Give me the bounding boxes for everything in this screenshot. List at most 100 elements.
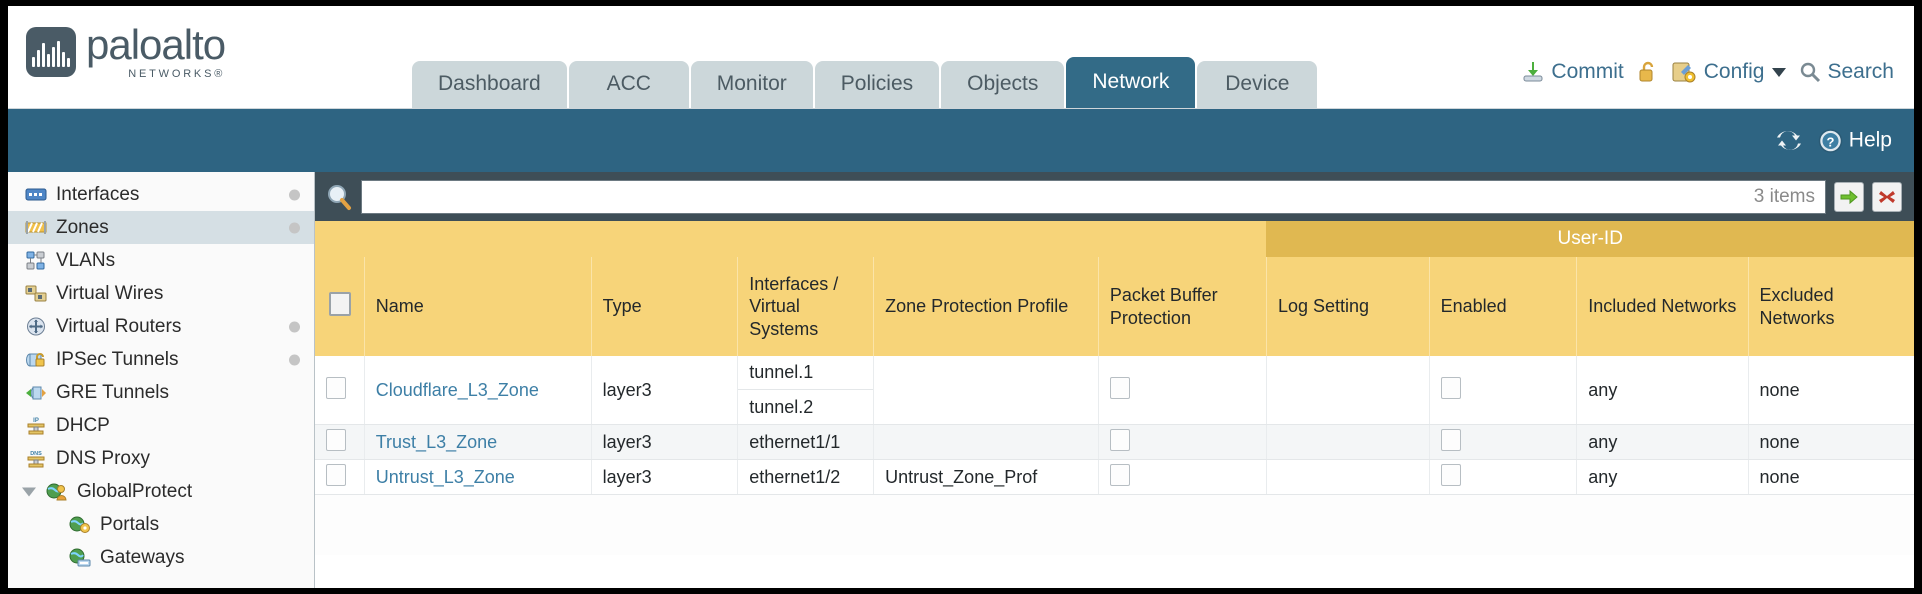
sidebar-item-dhcp[interactable]: IP DHCP — [8, 409, 314, 442]
column-header-log-setting[interactable]: Log Setting — [1265, 257, 1430, 356]
column-header-zone-protection-profile[interactable]: Zone Protection Profile — [873, 257, 1099, 356]
virtual-wires-icon-wrap — [25, 284, 47, 303]
userid-enabled-checkbox[interactable] — [1440, 463, 1461, 486]
cell-name: Untrust_L3_Zone — [363, 459, 592, 495]
cell-included-networks: any — [1576, 459, 1749, 495]
cell-userid-enabled — [1428, 459, 1577, 495]
sidebar-status-dot — [289, 321, 300, 332]
packet-buffer-protection-checkbox[interactable] — [1109, 428, 1130, 451]
sidebar-item-label: Virtual Routers — [56, 315, 182, 337]
config-menu[interactable]: Config — [1672, 60, 1787, 84]
brand-registered-mark: ® — [214, 68, 226, 80]
column-header-interfaces-virtual-systems[interactable]: Interfaces / Virtual Systems — [737, 257, 874, 356]
apply-filter-button[interactable] — [1834, 181, 1864, 212]
column-header-enabled[interactable]: Enabled — [1428, 257, 1577, 356]
column-header-included-networks[interactable]: Included Networks — [1576, 257, 1749, 356]
config-wrench-icon — [1672, 62, 1696, 83]
sidebar-item-gre-tunnels[interactable]: GRE Tunnels — [8, 376, 314, 409]
zones-icon — [25, 221, 47, 234]
zone-name-link[interactable]: Untrust_L3_Zone — [375, 466, 515, 487]
main-panel: 3 items — [315, 172, 1914, 588]
unlocked-padlock-icon — [1639, 61, 1653, 82]
tab-monitor[interactable]: Monitor — [690, 61, 813, 108]
tab-objects[interactable]: Objects — [941, 61, 1065, 108]
column-header-excluded-networks[interactable]: Excluded Networks — [1747, 257, 1914, 356]
context-bar: ? Help — [8, 109, 1914, 172]
zone-name-link[interactable]: Cloudflare_L3_Zone — [375, 379, 539, 400]
sidebar-item-gateways[interactable]: Gateways — [8, 541, 314, 574]
clear-filter-button[interactable] — [1872, 181, 1902, 212]
table-filler-cell — [1429, 494, 1577, 555]
cell-interfaces: tunnel.1 tunnel.2 — [737, 356, 874, 425]
interface-entry: tunnel.2 — [749, 396, 814, 417]
zones-icon-wrap — [25, 218, 47, 237]
search-input[interactable] — [362, 180, 1754, 213]
select-all-checkbox[interactable] — [329, 291, 351, 316]
help-button[interactable]: ? Help — [1818, 128, 1892, 153]
row-select-checkbox[interactable] — [326, 463, 346, 486]
svg-text:IP: IP — [33, 418, 39, 424]
zone-name-link[interactable]: Trust_L3_Zone — [375, 431, 498, 452]
sidebar-item-ipsec-tunnels[interactable]: IPSec Tunnels — [8, 343, 314, 376]
cell-log-setting — [1265, 424, 1430, 460]
unlocked-padlock-button[interactable] — [1637, 60, 1659, 84]
svg-text:?: ? — [1826, 134, 1834, 149]
column-header-type[interactable]: Type — [590, 257, 738, 356]
commit-button[interactable]: Commit — [1521, 60, 1624, 84]
tab-acc[interactable]: ACC — [568, 61, 689, 108]
expander-triangle-icon[interactable] — [22, 487, 36, 496]
refresh-icon[interactable] — [1776, 129, 1802, 153]
tab-policies[interactable]: Policies — [814, 61, 940, 108]
cell-type: layer3 — [590, 424, 738, 460]
column-header-packet-buffer-protection[interactable]: Packet Buffer Protection — [1097, 257, 1267, 356]
sidebar-status-dot — [289, 222, 300, 233]
tab-network[interactable]: Network — [1066, 57, 1196, 108]
table-filler-cell — [364, 494, 592, 555]
table-filler-cell — [315, 494, 365, 555]
column-header-name[interactable]: Name — [363, 257, 592, 356]
sidebar-item-virtual-wires[interactable]: Virtual Wires — [8, 277, 314, 310]
search-filter-icon[interactable] — [325, 183, 353, 211]
row-select-cell — [315, 424, 365, 460]
cell-userid-enabled — [1428, 424, 1577, 460]
table-filler-cell — [1266, 494, 1430, 555]
userid-enabled-checkbox[interactable] — [1440, 428, 1461, 451]
userid-enabled-checkbox[interactable] — [1440, 376, 1461, 399]
packet-buffer-protection-checkbox[interactable] — [1109, 463, 1130, 486]
chevron-down-icon — [1772, 67, 1787, 77]
search-label: Search — [1827, 60, 1894, 83]
virtual-routers-icon-wrap — [25, 317, 47, 336]
tab-dashboard[interactable]: Dashboard — [412, 61, 567, 108]
virtual-wires-icon — [25, 285, 47, 302]
sidebar-item-portals[interactable]: Portals — [8, 508, 314, 541]
row-select-checkbox[interactable] — [326, 376, 346, 399]
config-label: Config — [1703, 60, 1765, 83]
sidebar-item-label: GlobalProtect — [77, 480, 193, 502]
row-select-checkbox[interactable] — [326, 428, 346, 451]
cell-type: layer3 — [590, 459, 738, 495]
sidebar-item-vlans[interactable]: VLANs — [8, 244, 314, 277]
search-button[interactable]: Search — [1799, 60, 1894, 84]
sidebar-item-label: DHCP — [56, 414, 110, 436]
paloalto-logo-mark-icon — [26, 27, 76, 77]
cell-name: Trust_L3_Zone — [363, 424, 592, 460]
sidebar-item-label: VLANs — [56, 249, 116, 271]
sidebar-item-zones[interactable]: Zones — [8, 211, 314, 244]
table-filler-row — [315, 494, 1914, 555]
tab-device[interactable]: Device — [1197, 61, 1318, 108]
packet-buffer-protection-checkbox[interactable] — [1109, 376, 1130, 399]
interface-entry: tunnel.1 — [738, 356, 874, 390]
sidebar-item-globalprotect[interactable]: GlobalProtect — [8, 475, 314, 508]
cell-zone-protection-profile — [873, 356, 1099, 425]
sidebar-item-interfaces[interactable]: Interfaces — [8, 178, 314, 211]
dhcp-icon-wrap: IP — [25, 416, 47, 435]
sidebar-item-virtual-routers[interactable]: Virtual Routers — [8, 310, 314, 343]
